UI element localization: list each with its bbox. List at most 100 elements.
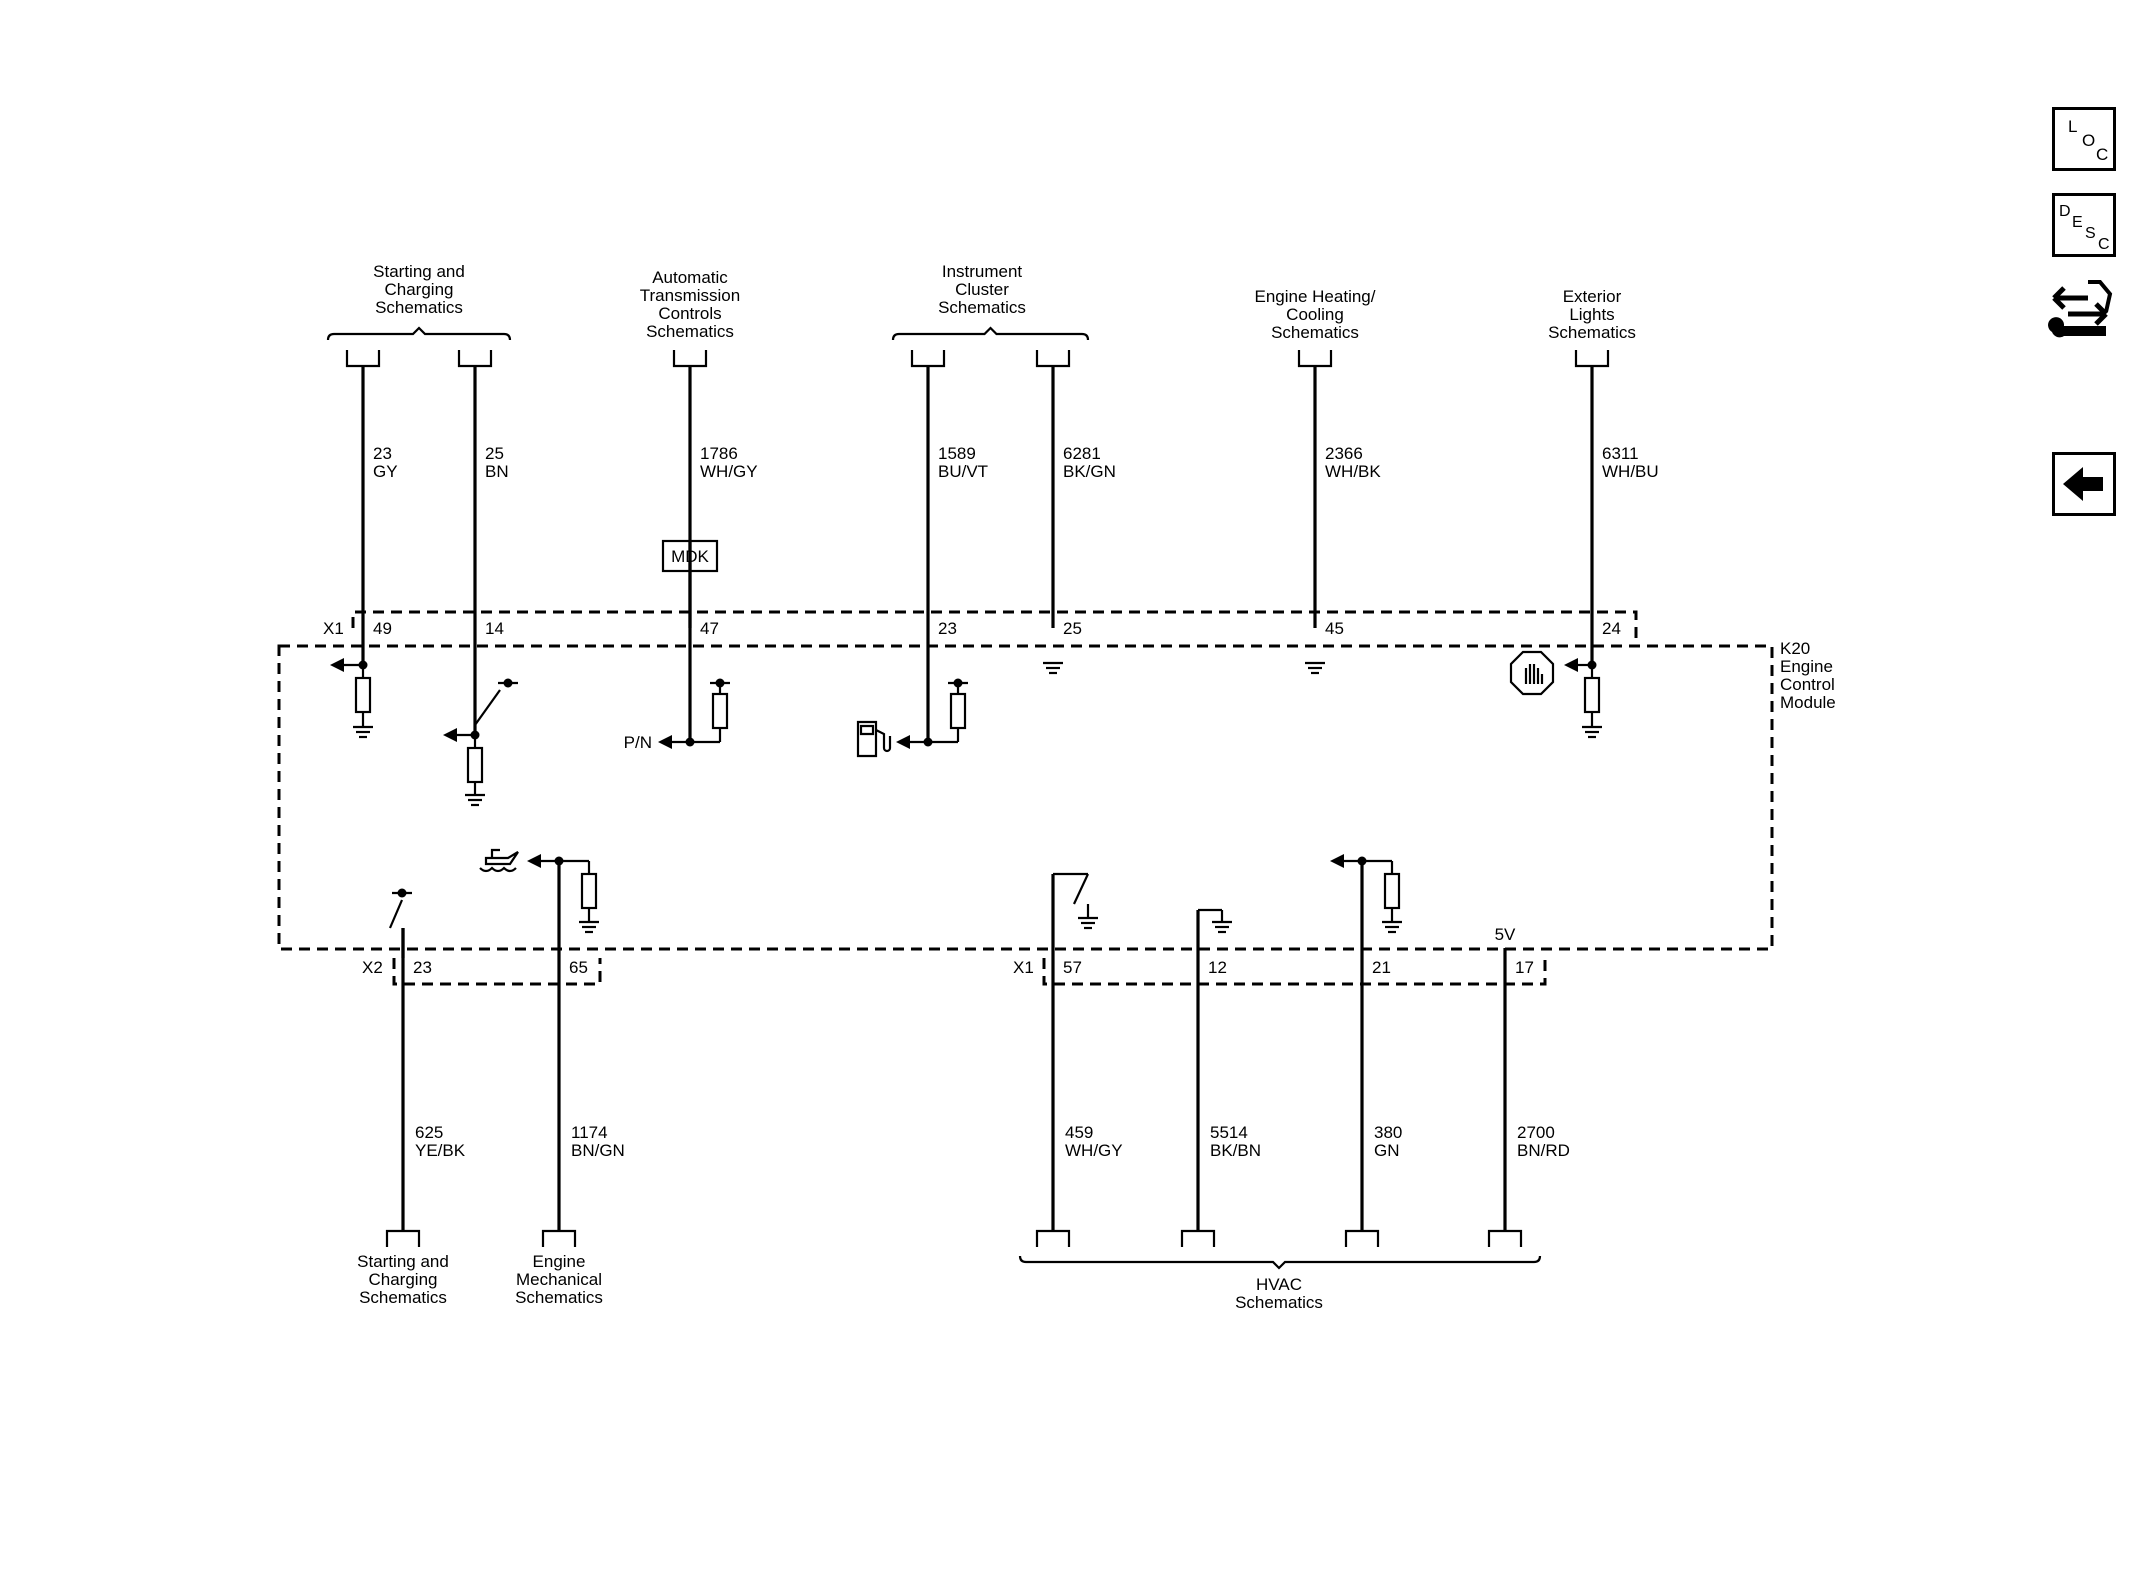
wire-terminal bbox=[345, 350, 381, 368]
pull-up-resistor bbox=[711, 692, 729, 730]
loc-letter-1: L bbox=[2068, 117, 2077, 136]
switch-contact bbox=[1073, 873, 1089, 905]
stop-octagon bbox=[1509, 650, 1555, 696]
connector-x2 bbox=[392, 958, 602, 986]
oil-can-icon bbox=[479, 848, 519, 873]
circuit-number: 625 bbox=[415, 1123, 443, 1142]
wire-terminal bbox=[1574, 350, 1610, 368]
back-button[interactable] bbox=[2052, 452, 2116, 516]
wire-color: WH/BU bbox=[1602, 462, 1659, 481]
oil-can-cap bbox=[490, 848, 500, 858]
circuit-number: 1786 bbox=[700, 444, 738, 463]
stop-hand-icon bbox=[1509, 650, 1555, 696]
loc-letter-3: C bbox=[2096, 145, 2108, 164]
circuit-number: 25 bbox=[485, 444, 504, 463]
pull-up-contact bbox=[710, 678, 730, 688]
circuit-number: 1589 bbox=[938, 444, 976, 463]
desc-button[interactable]: D E S C bbox=[2052, 193, 2116, 257]
wire-color: BU/VT bbox=[938, 462, 988, 481]
wire-terminal bbox=[910, 350, 946, 368]
contact-dot bbox=[953, 678, 963, 688]
connector-repair-button[interactable] bbox=[2044, 272, 2116, 348]
wire-color: GN bbox=[1374, 1141, 1400, 1160]
circuit-number: 6311 bbox=[1602, 444, 1639, 463]
pull-up-resistor bbox=[949, 692, 967, 730]
pin-number: 14 bbox=[485, 619, 504, 638]
signal-arrow bbox=[1330, 854, 1344, 868]
wire-color: YE/BK bbox=[415, 1141, 466, 1160]
bottom-group: 459WH/GY575514BK/BN12380GN212700BN/RD17H… bbox=[1018, 958, 1570, 1312]
group-brace bbox=[326, 326, 512, 341]
ground-symbol bbox=[1043, 661, 1063, 675]
desc-letter-2: E bbox=[2072, 214, 2083, 231]
circuit-number: 1174 bbox=[571, 1123, 608, 1142]
wire-color: WH/BK bbox=[1325, 462, 1381, 481]
pin-number: 17 bbox=[1515, 958, 1534, 977]
ground-symbol bbox=[1212, 920, 1232, 934]
ground-symbol bbox=[353, 725, 373, 739]
connector-repair-icon bbox=[2048, 280, 2113, 338]
circuit-number: 23 bbox=[373, 444, 392, 463]
pin-number: 23 bbox=[413, 958, 432, 977]
fuel-pump-hose bbox=[875, 729, 892, 753]
circuit-number: 2366 bbox=[1325, 444, 1363, 463]
wire-terminal bbox=[1487, 1229, 1523, 1247]
circuit-number: 2700 bbox=[1517, 1123, 1555, 1142]
signal-arrow bbox=[658, 735, 672, 749]
wire-terminal bbox=[1344, 1229, 1380, 1247]
wire-terminal bbox=[385, 1229, 421, 1247]
signal-arrow bbox=[896, 735, 910, 749]
ground-symbol bbox=[465, 793, 485, 807]
wire-color: BN bbox=[485, 462, 509, 481]
desc-glyph: D E S C bbox=[2059, 203, 2110, 253]
signal-arrow bbox=[443, 728, 457, 742]
desc-letter-3: S bbox=[2085, 225, 2096, 242]
wire-color: WH/GY bbox=[700, 462, 758, 481]
oil-can-body bbox=[484, 851, 519, 866]
module-boundary bbox=[277, 644, 1774, 951]
ground-symbol bbox=[1078, 916, 1098, 930]
pull-down-resistor bbox=[1583, 676, 1601, 714]
wire-terminal bbox=[672, 350, 708, 368]
group-brace bbox=[891, 326, 1090, 341]
connector-x1-bottom bbox=[1042, 958, 1547, 986]
pull-down-resistor bbox=[354, 676, 372, 714]
pin-number: 12 bbox=[1208, 958, 1227, 977]
back-arrow-icon bbox=[2063, 467, 2103, 501]
loc-button[interactable]: L O C bbox=[2052, 107, 2116, 171]
switch-contact bbox=[474, 689, 501, 726]
pin-number: 25 bbox=[1063, 619, 1082, 638]
signal-arrow bbox=[330, 658, 344, 672]
contact-dot bbox=[397, 888, 407, 898]
pull-up-contact bbox=[948, 678, 968, 688]
supply-label: 5V bbox=[1495, 925, 1516, 944]
pin-number: 23 bbox=[938, 619, 957, 638]
circuit-number: 380 bbox=[1374, 1123, 1402, 1142]
ground-symbol bbox=[1382, 920, 1402, 934]
connector-x1-top bbox=[351, 610, 1638, 642]
contact-dot bbox=[715, 678, 725, 688]
pull-down-resistor bbox=[1383, 872, 1401, 910]
wire-color: GY bbox=[373, 462, 398, 481]
fuel-pump-window bbox=[859, 724, 875, 736]
group-brace bbox=[1018, 1255, 1542, 1270]
pin-number: 21 bbox=[1372, 958, 1391, 977]
oil-wave bbox=[479, 866, 517, 873]
pull-down-resistor bbox=[466, 746, 484, 784]
pin-number: 45 bbox=[1325, 619, 1344, 638]
pin-number: 49 bbox=[373, 619, 392, 638]
wire-terminal bbox=[541, 1229, 577, 1247]
signal-arrow bbox=[527, 854, 541, 868]
wire-terminal bbox=[457, 350, 493, 368]
connector-label: X1 bbox=[323, 619, 344, 638]
wire-color: WH/GY bbox=[1065, 1141, 1123, 1160]
